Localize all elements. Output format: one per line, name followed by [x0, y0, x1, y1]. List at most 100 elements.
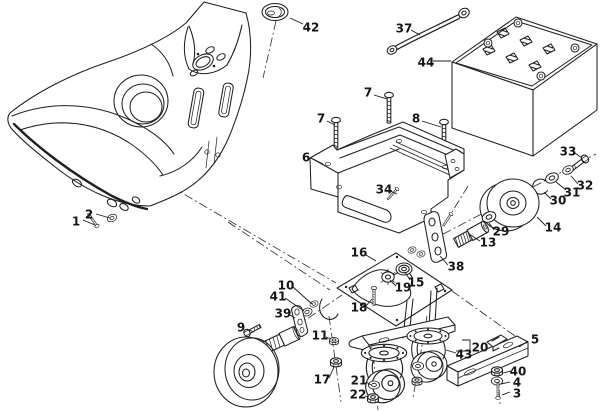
- leader-line-4: [500, 381, 511, 385]
- axle-bracket: [291, 305, 309, 337]
- leader-line-9: [246, 328, 255, 333]
- grommet-washer: [395, 262, 413, 276]
- leader-line-13: [468, 233, 481, 242]
- leader-line-7: [326, 120, 336, 126]
- leader-line-14: [536, 216, 547, 227]
- screw: [331, 116, 341, 149]
- part-label-34: 34: [376, 183, 393, 197]
- lock-nut: [380, 268, 396, 286]
- battery: [451, 16, 598, 157]
- wheel-hardware: [423, 154, 590, 263]
- part-label-21: 21: [351, 374, 368, 388]
- leader-line-15: [404, 271, 411, 281]
- part-label-37: 37: [396, 22, 413, 36]
- battery-terminals: [483, 18, 580, 81]
- part-label-1: 1: [72, 215, 80, 229]
- leader-line-42: [289, 17, 304, 25]
- leader-line-39: [289, 314, 296, 319]
- left-wheel-assembly: [213, 299, 320, 408]
- leader-line-31: [555, 181, 567, 191]
- part-label-22: 22: [350, 388, 367, 402]
- hex-bolt: [243, 323, 262, 338]
- deck-openings: [189, 46, 226, 77]
- part-label-30: 30: [550, 194, 567, 208]
- washer: [105, 212, 119, 224]
- part-label-9: 9: [237, 321, 245, 335]
- leader-line-18: [365, 298, 373, 307]
- leader-line-10: [292, 286, 313, 305]
- leader-line-2: [95, 213, 111, 219]
- leader-line-32: [570, 175, 579, 185]
- washer: [411, 361, 425, 371]
- part-label-10: 10: [278, 279, 295, 293]
- part-label-20: 20: [472, 341, 489, 355]
- caster: [406, 327, 451, 386]
- screw: [441, 211, 454, 228]
- wheel: [213, 336, 280, 408]
- pivot-bracket: [423, 211, 448, 263]
- leader-line-40: [502, 370, 512, 374]
- leader-line-11: [325, 336, 332, 340]
- leader-line-1: [82, 219, 96, 226]
- axle-hook: [319, 298, 339, 320]
- part-label-38: 38: [448, 260, 465, 274]
- part-label-13: 13: [480, 236, 497, 250]
- part-label-33: 33: [560, 145, 577, 159]
- part-label-3: 3: [513, 387, 521, 401]
- leader-line-30: [543, 191, 552, 200]
- leader-line-43: [445, 349, 457, 354]
- part-label-39: 39: [275, 307, 292, 321]
- part-label-40: 40: [510, 365, 527, 379]
- part-label-6: 6: [302, 151, 310, 165]
- leader-line-38: [439, 255, 449, 266]
- leader-line-29: [488, 222, 495, 231]
- leader-line-33: [574, 152, 583, 159]
- skirt-holes: [71, 178, 141, 211]
- part-label-41: 41: [270, 290, 287, 304]
- part-label-29: 29: [493, 225, 510, 239]
- part-label-14: 14: [545, 221, 562, 235]
- screw: [384, 91, 394, 124]
- part-label-16: 16: [351, 246, 368, 260]
- leader-line-20: [456, 339, 471, 352]
- battery-cell-caps: [482, 27, 556, 72]
- leader-line-19: [389, 279, 397, 287]
- nut: [490, 366, 504, 377]
- part-label-44: 44: [418, 56, 435, 70]
- nut: [329, 357, 343, 368]
- part-label-8: 8: [412, 112, 420, 126]
- washer: [406, 245, 418, 255]
- machine-housing: [7, 1, 252, 211]
- side-slots: [187, 82, 234, 129]
- mount-bracket: [486, 334, 508, 352]
- part-label-15: 15: [408, 276, 425, 290]
- washer: [415, 249, 427, 259]
- part-label-7: 7: [317, 112, 325, 126]
- caster-channel: [446, 335, 529, 387]
- nut: [411, 376, 423, 386]
- part-label-32: 32: [577, 179, 594, 193]
- part-label-19: 19: [395, 281, 412, 295]
- leader-line-37: [410, 29, 421, 36]
- washer: [308, 299, 320, 309]
- part-label-42: 42: [303, 21, 320, 35]
- leader-line-8: [421, 120, 442, 128]
- nut: [366, 393, 380, 404]
- part-label-5: 5: [531, 333, 539, 347]
- part-label-2: 2: [85, 208, 93, 222]
- leader-line-3: [501, 391, 511, 396]
- part-label-7: 7: [364, 86, 372, 100]
- part-label-11: 11: [312, 329, 329, 343]
- leader-line-22: [364, 395, 370, 398]
- mounting-plate: [336, 245, 453, 327]
- leader-line-5: [518, 340, 529, 348]
- leader-line-6: [312, 158, 324, 165]
- washer: [367, 380, 381, 390]
- leader-line-17: [328, 366, 335, 379]
- part-label-18: 18: [351, 301, 368, 315]
- part-label-4: 4: [513, 376, 521, 390]
- leader-line-7: [373, 94, 388, 100]
